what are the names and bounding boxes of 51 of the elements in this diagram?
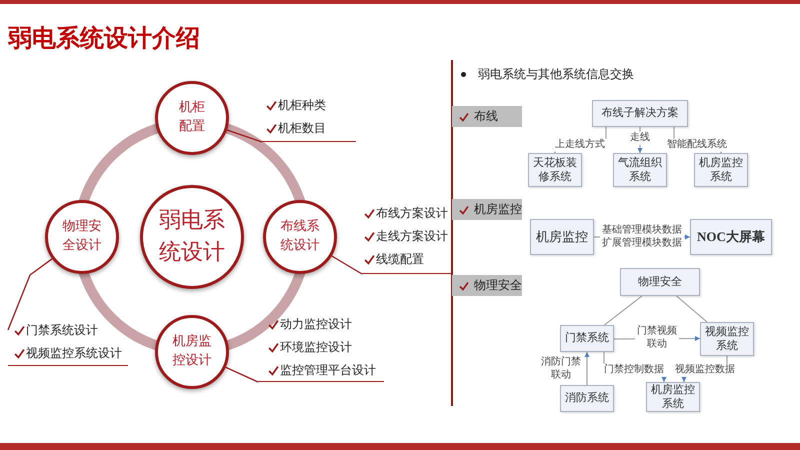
leader-line	[331, 255, 363, 275]
topic-circle	[155, 315, 229, 389]
process-box: 物理安全	[620, 268, 700, 296]
edge-label: 上走线方式	[553, 138, 607, 152]
list-item-text: 环境监控设计	[280, 339, 352, 356]
tab-label: 物理安全	[474, 277, 522, 294]
leader-line	[225, 366, 259, 383]
edge-label: 门禁视频联动	[635, 326, 679, 350]
circle-label: 机房监控设计	[172, 333, 212, 370]
topic-circle	[263, 200, 337, 274]
edge-label: 基础管理模块数据扩展管理模块数据	[600, 224, 684, 250]
circle-label: 弱电系统设计	[158, 207, 226, 267]
list-item-text: 布线方案设计	[376, 205, 448, 222]
process-box: 机房监控系统	[646, 382, 700, 412]
list-item-text: 机柜种类	[278, 96, 326, 114]
list-item-text: 线缆配置	[376, 251, 424, 268]
tab-label: 机房监控	[474, 201, 522, 218]
edge-label: 视频监控数据	[673, 364, 737, 376]
process-box: NOC大屏幕	[690, 219, 772, 255]
section-tab	[452, 275, 522, 296]
page-title: 弱电系统设计介绍	[8, 23, 200, 54]
edge-label: 走线	[627, 132, 653, 144]
list-item-text: 机柜数目	[278, 120, 326, 136]
list-item-text: 走线方案设计	[376, 228, 448, 245]
section-tab	[452, 199, 522, 220]
circle-label: 机柜配置	[178, 99, 206, 136]
process-box: 气流组织系统	[613, 153, 667, 187]
edge-label: 智能配线系统	[665, 138, 729, 152]
section-tab	[452, 106, 522, 127]
process-box: 消防系统	[560, 385, 614, 412]
process-box: 机房监控	[530, 219, 594, 255]
list-item-text: 监控管理平台设计	[280, 362, 376, 379]
edge-label: 消防门禁联动	[539, 356, 583, 382]
arrow	[584, 352, 590, 386]
list-item-text: 门禁系统设计	[26, 322, 98, 338]
topic-circle	[45, 200, 119, 274]
leader-line	[226, 129, 263, 143]
topic-circle	[155, 81, 229, 155]
circle-label: 布线系统设计	[280, 218, 320, 255]
circle-label: 物理安全设计	[62, 218, 102, 255]
list-item-text: 视频监控系统设计	[26, 344, 122, 362]
process-box: 视频监控系统	[700, 322, 754, 356]
tab-label: 布线	[474, 108, 498, 125]
edge-label: 门禁控制数据	[602, 364, 666, 376]
list-item-text: 动力监控设计	[280, 316, 352, 333]
process-box: 门禁系统	[560, 325, 614, 352]
leader-line	[7, 258, 52, 331]
section-heading: 弱电系统与其他系统信息交换	[478, 66, 634, 83]
process-box: 机房监控系统	[694, 153, 748, 187]
process-box: 布线子解决方案	[592, 100, 688, 127]
process-box: 天花板装修系统	[528, 153, 582, 187]
